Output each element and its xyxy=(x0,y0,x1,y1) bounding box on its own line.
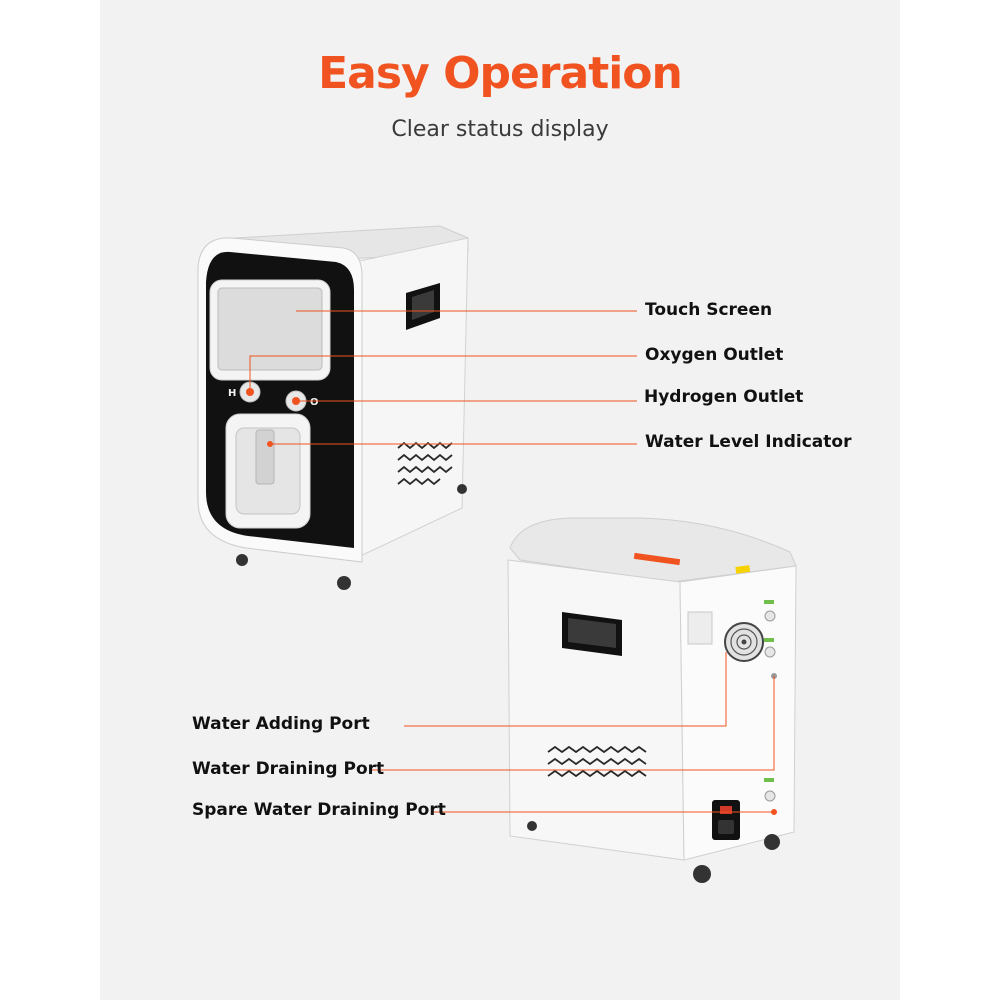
power-socket xyxy=(712,800,740,840)
rear-leader-lines xyxy=(372,652,775,813)
label-hydrogen-outlet: Hydrogen Outlet xyxy=(644,387,804,407)
svg-text:O: O xyxy=(310,397,319,408)
front-side-handle xyxy=(406,283,440,330)
label-touch-screen: Touch Screen xyxy=(645,300,773,320)
label-water-level-indicator: Water Level Indicator xyxy=(645,432,852,452)
front-wheels xyxy=(236,484,467,590)
label-water-draining-port: Water Draining Port xyxy=(192,759,385,779)
page-title: Easy Operation xyxy=(318,48,683,99)
front-side-vent xyxy=(397,441,453,486)
water-level-window xyxy=(225,413,311,529)
rear-vent xyxy=(547,745,647,778)
rear-fan xyxy=(724,622,764,662)
label-oxygen-outlet: Oxygen Outlet xyxy=(645,345,784,365)
label-spare-water-draining-port: Spare Water Draining Port xyxy=(192,800,446,820)
rear-unit xyxy=(507,517,797,883)
front-leader-lines xyxy=(249,310,637,445)
rear-callout-dots xyxy=(771,809,777,815)
svg-text:H: H xyxy=(228,388,236,399)
rear-handle xyxy=(562,612,622,656)
touch-screen xyxy=(209,279,331,381)
label-water-adding-port: Water Adding Port xyxy=(192,714,370,734)
front-unit: H O xyxy=(197,225,469,590)
rear-ports xyxy=(764,610,777,802)
rear-wheels xyxy=(527,821,780,883)
page-subtitle: Clear status display xyxy=(391,117,609,142)
